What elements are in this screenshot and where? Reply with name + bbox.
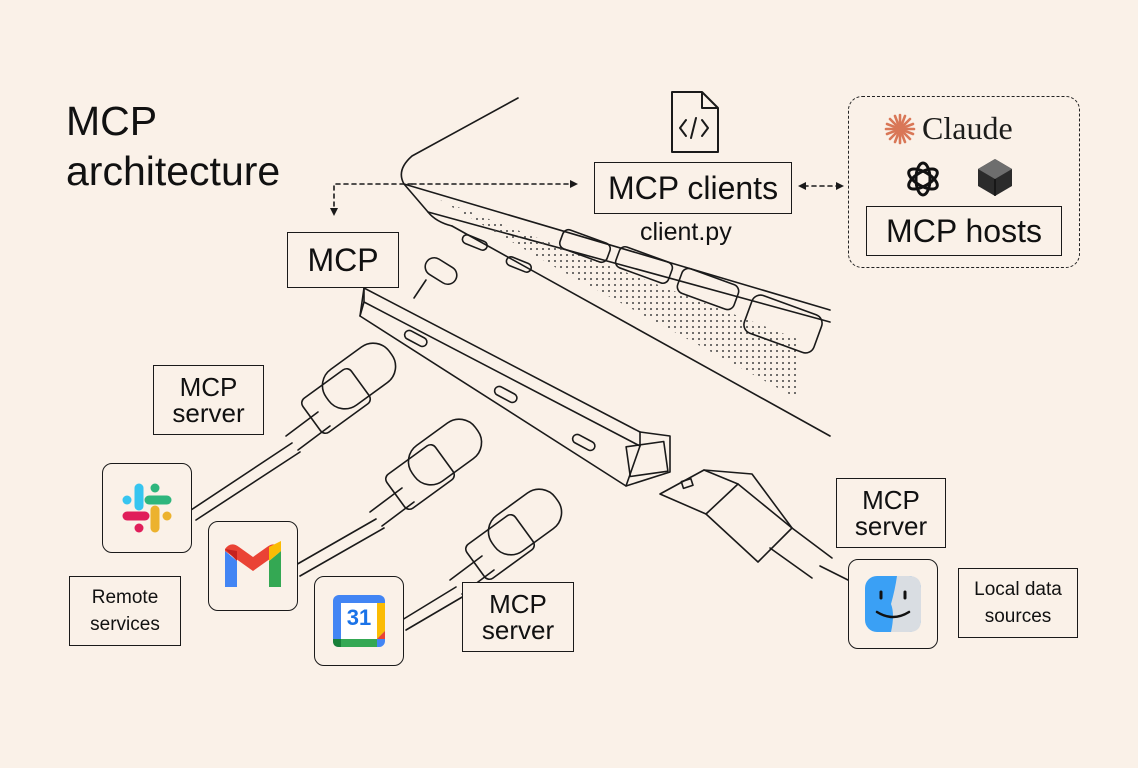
claude-logo: Claude bbox=[884, 110, 1013, 147]
remote-services-line-2: services bbox=[90, 614, 160, 635]
usb-a-connector bbox=[659, 469, 861, 587]
code-file-icon bbox=[671, 91, 719, 153]
mcp-hub-label: MCP bbox=[307, 241, 379, 278]
finder-tile bbox=[848, 559, 938, 649]
usb-c-cable-top bbox=[187, 342, 397, 521]
google-calendar-icon: 31 bbox=[331, 593, 387, 649]
slack-icon bbox=[122, 483, 172, 533]
usb-hub bbox=[359, 256, 671, 487]
mcp-hosts-label: MCP hosts bbox=[886, 212, 1042, 249]
title-line-1: MCP bbox=[66, 98, 158, 144]
laptop bbox=[400, 97, 831, 437]
page-title: MCP architecture bbox=[66, 96, 280, 196]
mcp-server-box-bottom: MCP server bbox=[462, 582, 574, 652]
remote-services-line-1: Remote bbox=[91, 587, 159, 608]
laptop-speaker-grille bbox=[440, 200, 800, 400]
arrowheads bbox=[330, 180, 844, 216]
slack-tile bbox=[102, 463, 192, 553]
gmail-tile bbox=[208, 521, 298, 611]
google-calendar-tile: 31 bbox=[314, 576, 404, 666]
mcp-server-box-top: MCP server bbox=[153, 365, 264, 435]
mcp-hosts-box: MCP hosts bbox=[866, 206, 1062, 256]
mcp-server-top-line-2: server bbox=[172, 398, 245, 428]
mcp-server-box-right: MCP server bbox=[836, 478, 946, 548]
local-data-sources-box: Local data sources bbox=[958, 568, 1078, 638]
dashed-arrows bbox=[333, 183, 839, 211]
finder-icon bbox=[865, 576, 921, 632]
mcp-server-right-line-2: server bbox=[854, 511, 928, 541]
remote-services-box: Remote services bbox=[69, 576, 181, 646]
title-line-2: architecture bbox=[66, 148, 281, 194]
mcp-hosts-group bbox=[848, 96, 1080, 268]
mcp-server-bottom-line-1: MCP bbox=[489, 589, 547, 619]
usb-c-cable-middle bbox=[293, 418, 483, 577]
client-file-label: client.py bbox=[640, 218, 732, 246]
openai-logo bbox=[907, 161, 939, 197]
mcp-clients-label: MCP clients bbox=[607, 169, 779, 206]
local-data-sources-line-1: Local data bbox=[974, 579, 1062, 600]
mcp-server-top-line-1: MCP bbox=[179, 372, 238, 402]
claude-starburst-icon bbox=[884, 113, 916, 144]
mcp-hub-box: MCP bbox=[287, 232, 399, 288]
mcp-server-right-line-1: MCP bbox=[862, 485, 920, 515]
mcp-server-bottom-line-2: server bbox=[481, 615, 555, 645]
calendar-frame bbox=[333, 595, 385, 647]
perplexity-logo bbox=[978, 159, 1012, 196]
calendar-day-label: 31 bbox=[346, 605, 372, 630]
claude-wordmark: Claude bbox=[922, 110, 1013, 146]
mcp-clients-box: MCP clients bbox=[594, 162, 792, 214]
gmail-icon bbox=[225, 541, 281, 587]
local-data-sources-line-2: sources bbox=[984, 606, 1052, 627]
